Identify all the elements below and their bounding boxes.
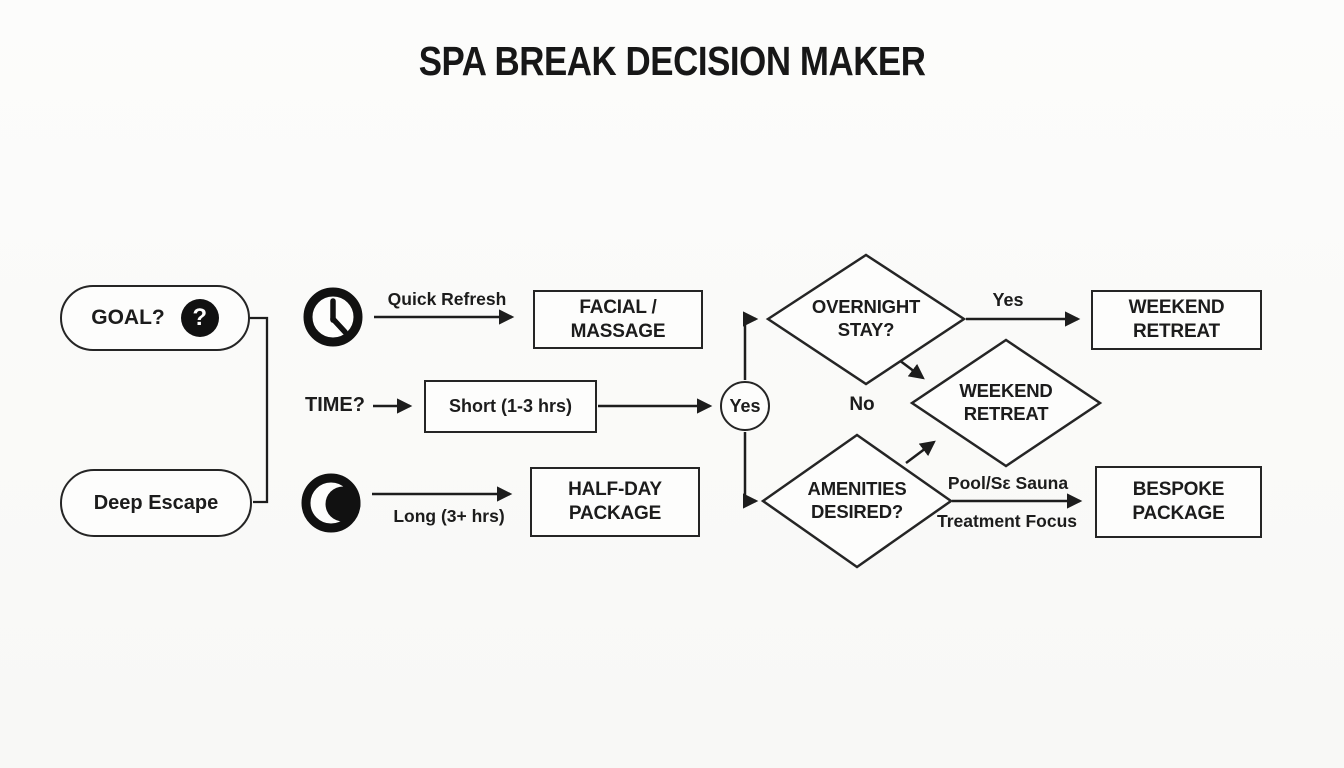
clock-icon <box>303 287 363 347</box>
bespoke-package-node: BESPOKE PACKAGE <box>1095 466 1262 538</box>
bespoke-package-line1: BESPOKE <box>1132 479 1225 501</box>
amenities-desired-diamond <box>760 433 954 569</box>
arrow-yes-to-overnight <box>742 311 759 380</box>
question-mark-badge-icon: ? <box>180 299 219 337</box>
half-day-line2: PACKAGE <box>568 503 662 524</box>
goal-bracket-connector <box>249 316 269 504</box>
arrow-overnight-no <box>898 359 925 380</box>
deep-escape-node: Deep Escape <box>60 469 252 537</box>
arrow-amenities-to-weekend <box>905 440 936 464</box>
half-day-package-node: HALF-DAY PACKAGE <box>530 467 700 537</box>
half-day-line1: HALF-DAY <box>568 479 662 501</box>
amenities-pool-edge-label: Pool/Sε Sauna <box>947 473 1069 493</box>
goal-label: GOAL? <box>91 306 165 329</box>
overnight-yes-edge-label: Yes <box>992 290 1024 310</box>
deep-escape-label: Deep Escape <box>93 491 219 514</box>
facial-massage-line2: MASSAGE <box>570 320 666 342</box>
weekend-retreat-diamond <box>909 338 1103 468</box>
goal-node: GOAL? ? <box>60 285 250 351</box>
overnight-stay-diamond <box>765 253 967 386</box>
weekend-retreat-box-line1: WEEKEND <box>1128 297 1225 319</box>
amenities-treatment-edge-label: Treatment Focus <box>936 511 1078 531</box>
time-label: TIME? <box>305 394 365 416</box>
weekend-retreat-box-line2: RETREAT <box>1133 321 1220 342</box>
weekend-retreat-box-node: WEEKEND RETREAT <box>1091 290 1262 350</box>
bespoke-package-line2: PACKAGE <box>1132 503 1225 524</box>
facial-massage-node: FACIAL / MASSAGE <box>533 290 703 349</box>
overnight-no-edge-label: No <box>849 394 875 415</box>
short-time-node: Short (1-3 hrs) <box>424 380 597 433</box>
arrow-yes-to-amenities <box>742 432 759 509</box>
short-time-label: Short (1-3 hrs) <box>448 396 572 417</box>
quick-refresh-edge-label: Quick Refresh <box>387 289 507 309</box>
page-title: SPA BREAK DECISION MAKER <box>418 38 926 84</box>
crescent-moon-icon <box>301 473 361 533</box>
yes-connector-node: Yes <box>720 381 770 431</box>
facial-massage-line1: FACIAL / <box>579 296 657 318</box>
long-duration-edge-label: Long (3+ hrs) <box>393 506 505 526</box>
